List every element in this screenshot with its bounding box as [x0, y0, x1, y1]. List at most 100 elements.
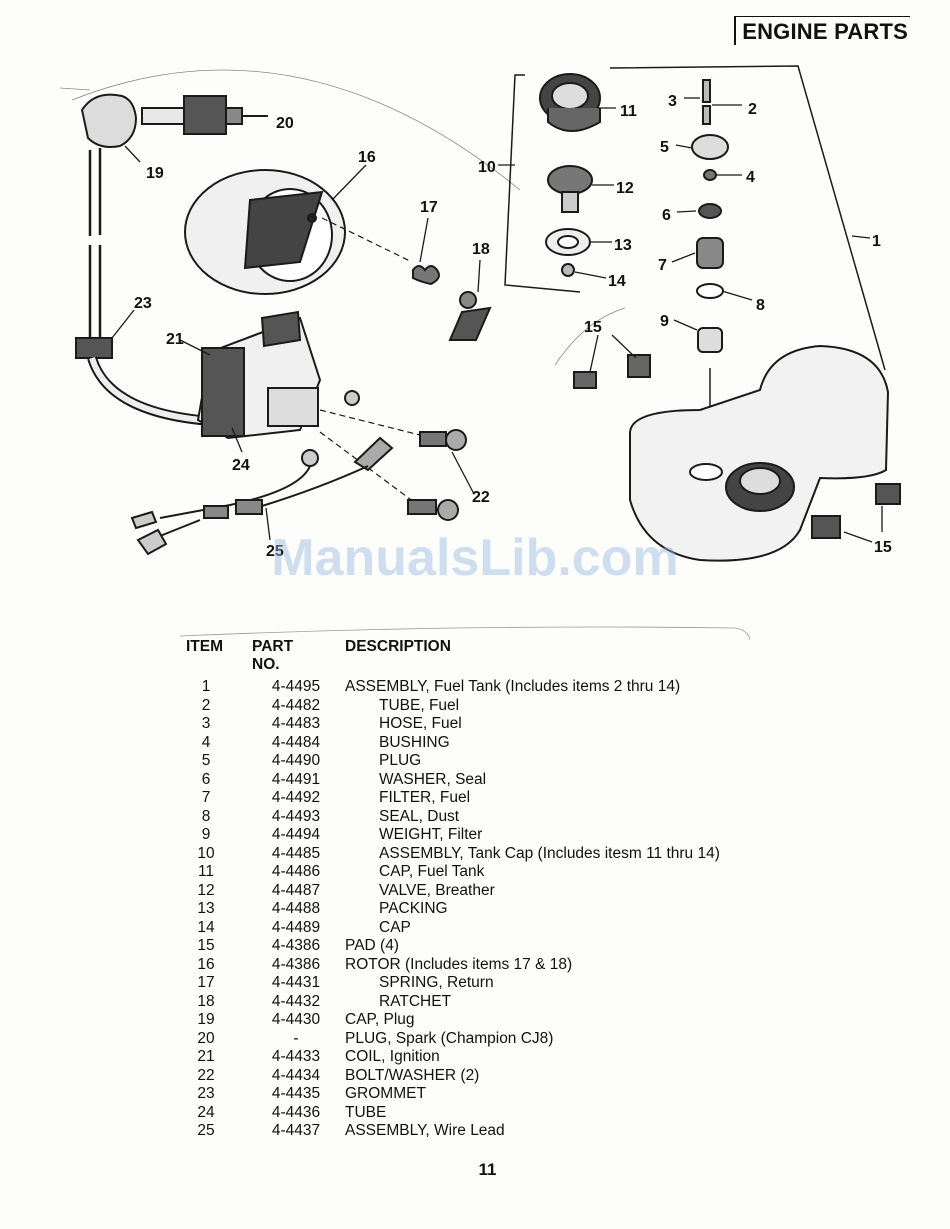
item-description: CAP — [379, 918, 411, 936]
fuel-tank-cap — [539, 73, 601, 132]
callout-number: 20 — [276, 115, 294, 132]
filter-weight — [697, 327, 723, 353]
item-description: BUSHING — [379, 733, 450, 751]
item-number: 14 — [197, 918, 215, 936]
part-number: 4-4386 — [271, 955, 321, 973]
pad — [875, 483, 901, 505]
callout-number: 14 — [608, 273, 626, 290]
item-description: RATCHET — [379, 992, 452, 1010]
return-spring — [412, 265, 440, 286]
callout-number: 24 — [232, 457, 250, 474]
item-description: ASSEMBLY, Wire Lead — [345, 1122, 505, 1139]
item-description: PLUG, Spark (Champion CJ8) — [345, 1029, 554, 1047]
part-number: 4-4431 — [271, 974, 321, 991]
rotor — [184, 169, 346, 295]
item-description: GROMMET — [345, 1085, 426, 1102]
item-description: WASHER, Seal — [379, 770, 487, 788]
part-number: 4-4482 — [271, 696, 321, 714]
item-number: 7 — [201, 789, 211, 806]
callout-number: 22 — [472, 489, 490, 506]
pad — [573, 371, 597, 389]
watermark: ManualsLib.com — [271, 529, 679, 587]
spark-plug — [141, 95, 268, 135]
item-number: 10 — [197, 844, 215, 862]
ratchet — [448, 291, 492, 341]
callout-number: 21 — [166, 331, 184, 348]
plug-part — [691, 134, 729, 160]
part-number: 4-4434 — [271, 1066, 321, 1084]
item-number: 9 — [201, 826, 211, 843]
item-description: CAP, Fuel Tank — [379, 863, 485, 880]
part-number: 4-4483 — [271, 715, 321, 732]
item-description: FILTER, Fuel — [379, 789, 471, 806]
callout-number: 4 — [746, 169, 755, 186]
part-number: 4-4430 — [271, 1011, 321, 1028]
item-description: ROTOR (Includes items 17 & 18) — [345, 955, 573, 973]
callout-number: 25 — [266, 543, 284, 560]
item-number: 11 — [197, 863, 215, 880]
part-number: 4-4437 — [271, 1122, 321, 1139]
pad — [627, 354, 651, 378]
part-number: 4-4489 — [271, 918, 321, 936]
part-number: 4-4490 — [271, 752, 321, 769]
part-number: 4-4436 — [271, 1103, 321, 1121]
wire-lead — [130, 436, 394, 556]
item-description: WEIGHT, Filter — [379, 826, 483, 843]
item-description: TUBE — [345, 1103, 387, 1121]
item-number: 12 — [197, 881, 215, 899]
callout-number: 8 — [756, 297, 765, 314]
item-description: CAP, Plug — [345, 1011, 415, 1028]
item-number: 21 — [197, 1048, 215, 1065]
callout-number: 13 — [614, 237, 632, 254]
fuel-filter — [696, 237, 724, 269]
table-top-rule — [180, 626, 750, 640]
item-description: SEAL, Dust — [379, 807, 460, 825]
page-number: 11 — [478, 1160, 497, 1179]
item-number: 1 — [201, 678, 211, 695]
item-number: 3 — [201, 715, 211, 732]
breather-valve — [547, 165, 593, 213]
item-number: 24 — [197, 1103, 215, 1121]
item-description: HOSE, Fuel — [379, 715, 462, 732]
item-description: PLUG — [379, 752, 422, 769]
callout-number: 6 — [662, 207, 671, 224]
callout-number: 9 — [660, 313, 669, 330]
part-number: 4-4488 — [271, 900, 321, 917]
part-number: 4-4433 — [271, 1048, 321, 1065]
callout-number: 10 — [478, 159, 496, 176]
callout-number: 15 — [874, 539, 892, 556]
callout-number: 15 — [584, 319, 602, 336]
item-number: 19 — [197, 1011, 215, 1028]
part-number: 4-4494 — [271, 826, 321, 843]
item-number: 8 — [201, 807, 211, 825]
item-number: 5 — [201, 752, 211, 769]
item-description: BOLT/WASHER (2) — [345, 1066, 480, 1084]
item-description: VALVE, Breather — [379, 881, 495, 899]
callout-number: 7 — [658, 257, 667, 274]
part-number: 4-4484 — [271, 733, 321, 751]
bolt-washer — [407, 429, 467, 521]
part-number: - — [293, 1029, 299, 1047]
part-number: 4-4487 — [271, 881, 321, 899]
item-number: 25 — [197, 1122, 215, 1139]
item-description: TUBE, Fuel — [379, 696, 460, 714]
item-number: 6 — [201, 770, 211, 788]
item-number: 16 — [197, 955, 215, 973]
callout-number: 23 — [134, 295, 152, 312]
part-number: 4-4486 — [271, 863, 321, 880]
item-number: 18 — [197, 992, 215, 1010]
item-number: 15 — [197, 937, 215, 954]
item-description: PACKING — [379, 900, 448, 917]
callout-number: 17 — [420, 199, 438, 216]
item-number: 17 — [197, 974, 215, 991]
item-number: 22 — [197, 1066, 215, 1084]
ignition-coil — [196, 310, 322, 440]
item-number: 20 — [197, 1029, 215, 1047]
callout-number: 3 — [668, 93, 677, 110]
page-title: ENGINE PARTS — [734, 16, 910, 45]
callout-number: 18 — [472, 241, 490, 258]
spark-plug-cap — [80, 93, 138, 236]
callout-number: 19 — [146, 165, 164, 182]
callout-number: 11 — [620, 103, 637, 120]
item-number: 2 — [201, 696, 211, 714]
